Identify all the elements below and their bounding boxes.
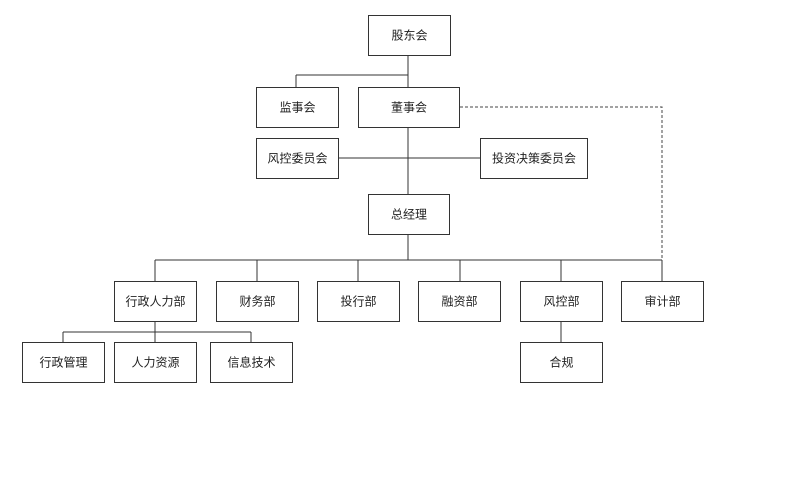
- dashed-connector-board-audit: [460, 106, 663, 260]
- node-label: 信息技术: [227, 355, 275, 370]
- node-investment-banking-dept: 投行部: [317, 281, 400, 322]
- node-box: [480, 138, 588, 179]
- node-admin-hr-dept: 行政人力部: [114, 281, 197, 322]
- node-human-resources: 人力资源: [114, 342, 197, 383]
- node-board-of-directors: 董事会: [358, 87, 460, 128]
- node-box: [368, 194, 450, 235]
- node-risk-control-committee: 风控委员会: [256, 138, 339, 179]
- node-box: [520, 281, 603, 322]
- node-label: 投资决策委员会: [492, 151, 576, 166]
- node-box: [317, 281, 400, 322]
- node-label: 投行部: [340, 294, 376, 309]
- node-audit-dept: 审计部: [621, 281, 704, 322]
- node-box: [216, 281, 299, 322]
- node-box: [22, 342, 105, 383]
- node-label: 人力资源: [131, 356, 179, 370]
- node-label: 行政人力部: [125, 294, 185, 309]
- node-compliance: 合规: [520, 342, 603, 383]
- node-investment-decision-committee: 投资决策委员会: [480, 138, 588, 179]
- node-shareholders-meeting: 股东会: [368, 15, 451, 56]
- node-box: [256, 87, 339, 128]
- node-label: 股东会: [391, 29, 427, 43]
- node-general-manager: 总经理: [368, 194, 450, 235]
- node-box: [520, 342, 603, 383]
- node-label: 总经理: [391, 208, 427, 222]
- node-label: 审计部: [644, 294, 680, 309]
- node-box: [358, 87, 460, 128]
- connector-lines: [62, 55, 663, 342]
- node-box: [210, 342, 293, 383]
- node-supervisory-board: 监事会: [256, 87, 339, 128]
- node-box: [621, 281, 704, 322]
- node-label: 融资部: [441, 294, 477, 309]
- node-box: [114, 281, 197, 322]
- node-label: 合规: [549, 355, 573, 370]
- node-risk-control-dept: 风控部: [520, 281, 603, 322]
- node-box: [114, 342, 197, 383]
- node-financing-dept: 融资部: [418, 281, 501, 322]
- node-finance-dept: 财务部: [216, 281, 299, 322]
- node-box: [256, 138, 339, 179]
- node-label: 财务部: [239, 294, 275, 309]
- node-label: 风控委员会: [267, 152, 327, 166]
- node-box: [368, 15, 451, 56]
- node-information-technology: 信息技术: [210, 342, 293, 383]
- node-label: 风控部: [543, 294, 579, 309]
- node-label: 董事会: [391, 101, 427, 115]
- node-label: 行政管理: [39, 355, 87, 370]
- node-label: 监事会: [279, 101, 315, 115]
- node-box: [418, 281, 501, 322]
- node-administrative-management: 行政管理: [22, 342, 105, 383]
